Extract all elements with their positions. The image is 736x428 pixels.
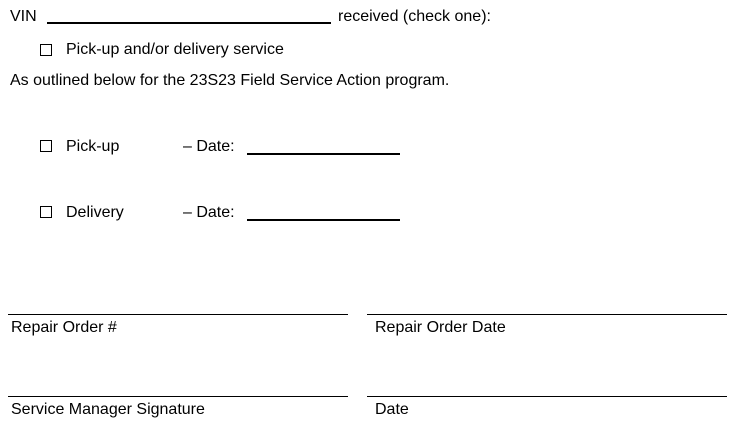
delivery-date-label: – Date:: [183, 204, 235, 221]
date-line[interactable]: [367, 396, 727, 397]
pickup-delivery-checkbox[interactable]: [40, 44, 52, 56]
repair-order-number-label: Repair Order #: [11, 319, 117, 336]
delivery-label: Delivery: [66, 204, 124, 221]
pickup-label: Pick-up: [66, 138, 120, 155]
service-manager-signature-line[interactable]: [8, 396, 348, 397]
service-manager-signature-label: Service Manager Signature: [11, 401, 205, 418]
date-label: Date: [375, 401, 409, 418]
repair-order-date-line[interactable]: [367, 314, 727, 315]
vin-field[interactable]: [47, 22, 331, 24]
delivery-date-field[interactable]: [247, 219, 400, 221]
pickup-checkbox[interactable]: [40, 140, 52, 152]
pickup-date-label: – Date:: [183, 138, 235, 155]
repair-order-number-line[interactable]: [8, 314, 348, 315]
delivery-checkbox[interactable]: [40, 206, 52, 218]
pickup-delivery-label: Pick-up and/or delivery service: [66, 41, 284, 58]
repair-order-date-label: Repair Order Date: [375, 319, 506, 336]
vin-label: VIN: [10, 8, 37, 25]
outlined-text: As outlined below for the 23S23 Field Se…: [10, 72, 450, 89]
vin-suffix-text: received (check one):: [338, 8, 491, 25]
pickup-date-field[interactable]: [247, 153, 400, 155]
